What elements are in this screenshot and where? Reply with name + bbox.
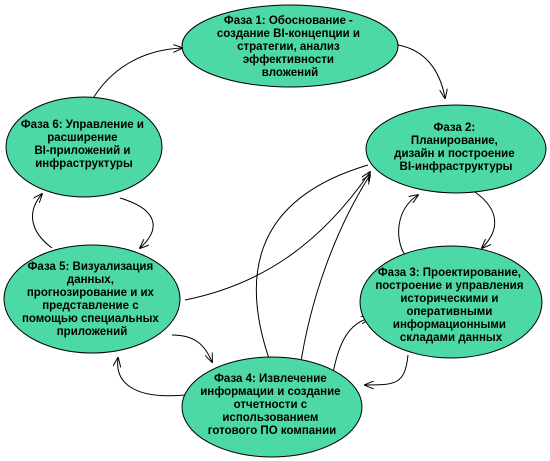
phase-3-line: Фаза 3: Проектирование, bbox=[378, 267, 521, 279]
connectors bbox=[32, 44, 496, 401]
phase-6-line: расширение bbox=[47, 132, 117, 144]
phase-1-label: Фаза 1: Обоснование - создание BI-концеп… bbox=[217, 15, 363, 79]
phase-5-line: данных, bbox=[67, 274, 114, 286]
phase-1-ellipse bbox=[181, 4, 399, 88]
phase-3-ellipse bbox=[359, 245, 543, 359]
arrow-phase4-to-phase5 bbox=[118, 358, 186, 397]
phase-5-line: Фаза 5: Визуализация bbox=[28, 261, 154, 273]
phase-3-line: складами данных bbox=[400, 332, 503, 344]
phase-6-line: инфраструктуры bbox=[35, 158, 133, 170]
phase-2-line: Планирование, bbox=[411, 135, 498, 147]
arrow-phase6-to-phase1 bbox=[91, 48, 182, 101]
phase-2-line: Фаза 2: bbox=[434, 122, 476, 134]
phase-5-line: помощью специальных bbox=[22, 313, 159, 325]
phase-2-node: Фаза 2: Планирование, дизайн и построени… bbox=[365, 104, 547, 194]
phase-4-line: Фаза 4: Извлечение bbox=[214, 373, 327, 385]
phase-4-line: использованием bbox=[222, 412, 318, 424]
phase-5-node: Фаза 5: Визуализация данных, прогнозиров… bbox=[3, 244, 181, 354]
phase-6-line: Фаза 6: Управление и bbox=[21, 119, 144, 131]
arrow-phase2-to-phase4 bbox=[255, 164, 369, 367]
arrow-phase4-to-phase2 bbox=[299, 175, 370, 369]
phase-4-line: информации и создание bbox=[200, 386, 340, 398]
phase-6-label: Фаза 6: Управление и расширение BI-прило… bbox=[21, 119, 147, 170]
phase-6-ellipse bbox=[5, 96, 163, 198]
phase-3-line: историческими и bbox=[400, 293, 498, 305]
phase-1-line: Фаза 1: Обоснование - bbox=[224, 15, 353, 27]
phase-2-label: Фаза 2: Планирование, дизайн и построени… bbox=[394, 122, 518, 173]
phase-5-line: прогнозирование и их bbox=[27, 287, 155, 299]
arrow-phase3-to-phase4 bbox=[365, 354, 409, 385]
phase-5-line: представление с bbox=[42, 300, 139, 312]
phase-2-ellipse bbox=[365, 104, 547, 194]
arrow-phase5-to-phase4 bbox=[171, 334, 212, 362]
phase-nodes: Фаза 1: Обоснование - создание BI-концеп… bbox=[3, 4, 547, 458]
arrow-phase1-to-phase2 bbox=[397, 44, 445, 98]
arrow-phase3-to-phase2 bbox=[398, 195, 418, 256]
phase-4-node: Фаза 4: Извлечение информации и создание… bbox=[181, 356, 363, 458]
phase-3-line: оперативными bbox=[406, 306, 492, 318]
phase-3-label: Фаза 3: Проектирование, построение и упр… bbox=[375, 267, 526, 344]
phase-6-node: Фаза 6: Управление и расширение BI-прило… bbox=[5, 96, 163, 198]
phase-1-node: Фаза 1: Обоснование - создание BI-концеп… bbox=[181, 4, 399, 88]
phase-2-line: дизайн и построение bbox=[394, 148, 515, 160]
arrow-phase2-to-phase3 bbox=[474, 191, 496, 248]
phase-5-label: Фаза 5: Визуализация данных, прогнозиров… bbox=[22, 261, 162, 338]
phase-3-node: Фаза 3: Проектирование, построение и упр… bbox=[359, 245, 543, 359]
phase-6-line: BI-приложений и bbox=[34, 145, 130, 157]
phase-4-label: Фаза 4: Извлечение информации и создание… bbox=[200, 373, 344, 437]
phase-4-ellipse bbox=[181, 356, 363, 458]
phase-2-line: BI-инфраструктуры bbox=[400, 161, 513, 173]
phase-3-line: построение и управления bbox=[375, 280, 523, 292]
phase-4-line: готового ПО компании bbox=[208, 425, 337, 437]
phase-1-line: эффективности bbox=[243, 54, 334, 66]
arrow-phase5-to-phase2 bbox=[184, 172, 370, 301]
phase-4-line: отчетности с bbox=[234, 399, 308, 411]
phase-5-line: приложений bbox=[57, 326, 128, 338]
phase-1-line: стратегии, анализ bbox=[237, 41, 340, 53]
phase-1-line: создание BI-концепции и bbox=[217, 28, 360, 40]
phase-5-ellipse bbox=[3, 244, 181, 354]
phase-3-line: информационными bbox=[393, 319, 506, 331]
phase-1-line: вложений bbox=[262, 67, 318, 79]
arrow-phase5-to-phase6 bbox=[32, 194, 53, 249]
arrow-phase6-to-phase5 bbox=[119, 197, 154, 248]
